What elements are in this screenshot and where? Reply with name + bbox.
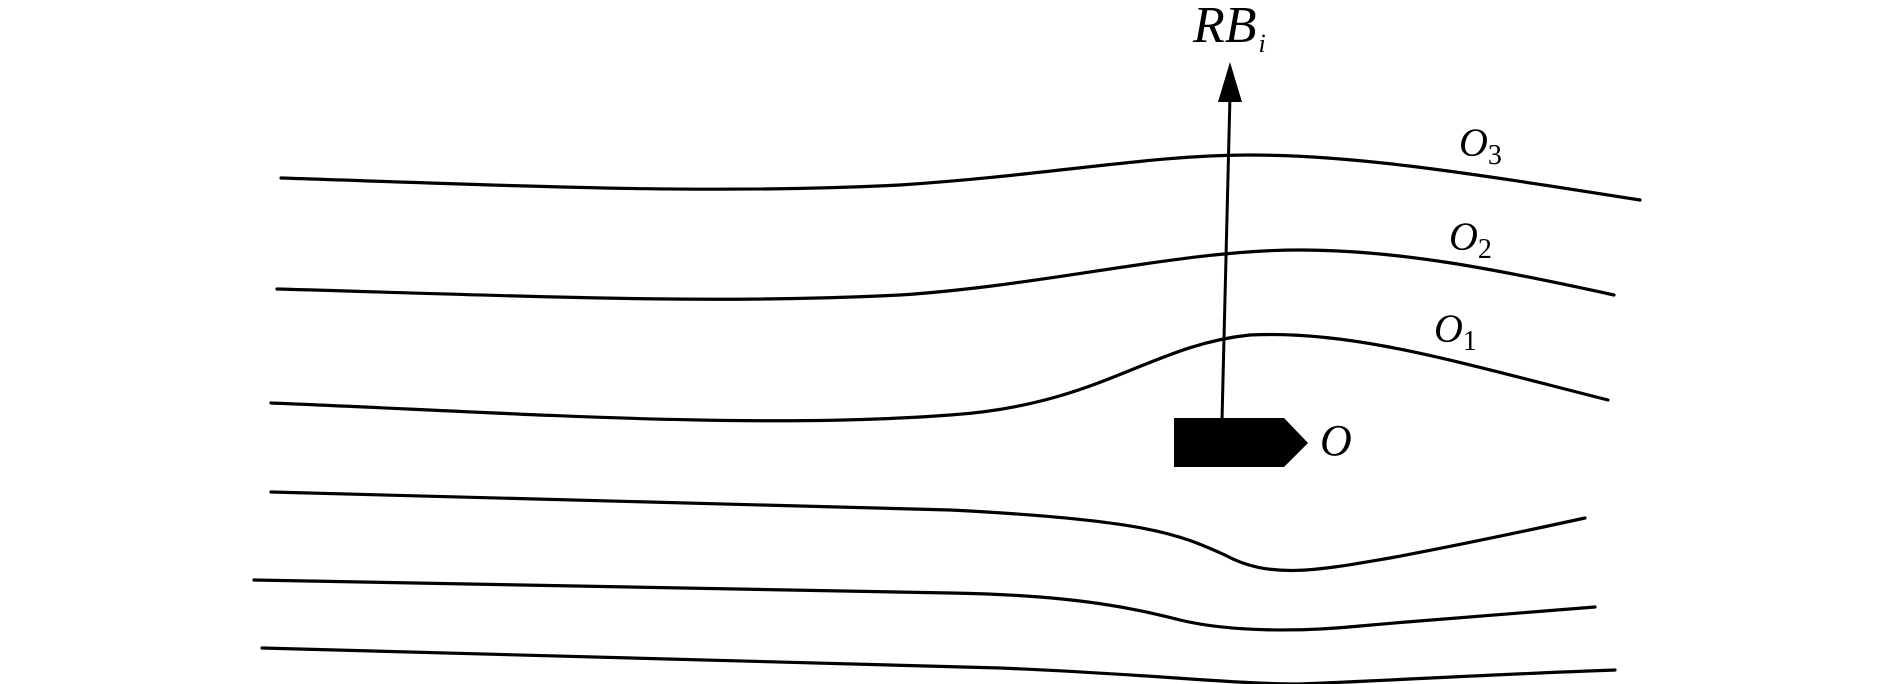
- streamline-o2: [275, 248, 1616, 301]
- streamline-lower-1: [269, 490, 1587, 573]
- streamline-o3-label: O3: [1459, 120, 1502, 171]
- object-o-body: [1174, 418, 1308, 467]
- streamline-lower-3: [260, 646, 1617, 684]
- streamline-o1-label: O1: [1434, 306, 1477, 357]
- rb-vector-arrow-shaft: [1220, 94, 1232, 421]
- streamline-lower-2: [252, 578, 1597, 632]
- streamline-o2-label: O2: [1449, 214, 1492, 265]
- rb-vector-arrowhead: [1218, 62, 1242, 102]
- object-o-label: O: [1320, 416, 1352, 465]
- rb-vector-label: RBi: [1192, 0, 1266, 58]
- streamline-o3: [279, 153, 1642, 202]
- streamline-o1: [269, 332, 1610, 423]
